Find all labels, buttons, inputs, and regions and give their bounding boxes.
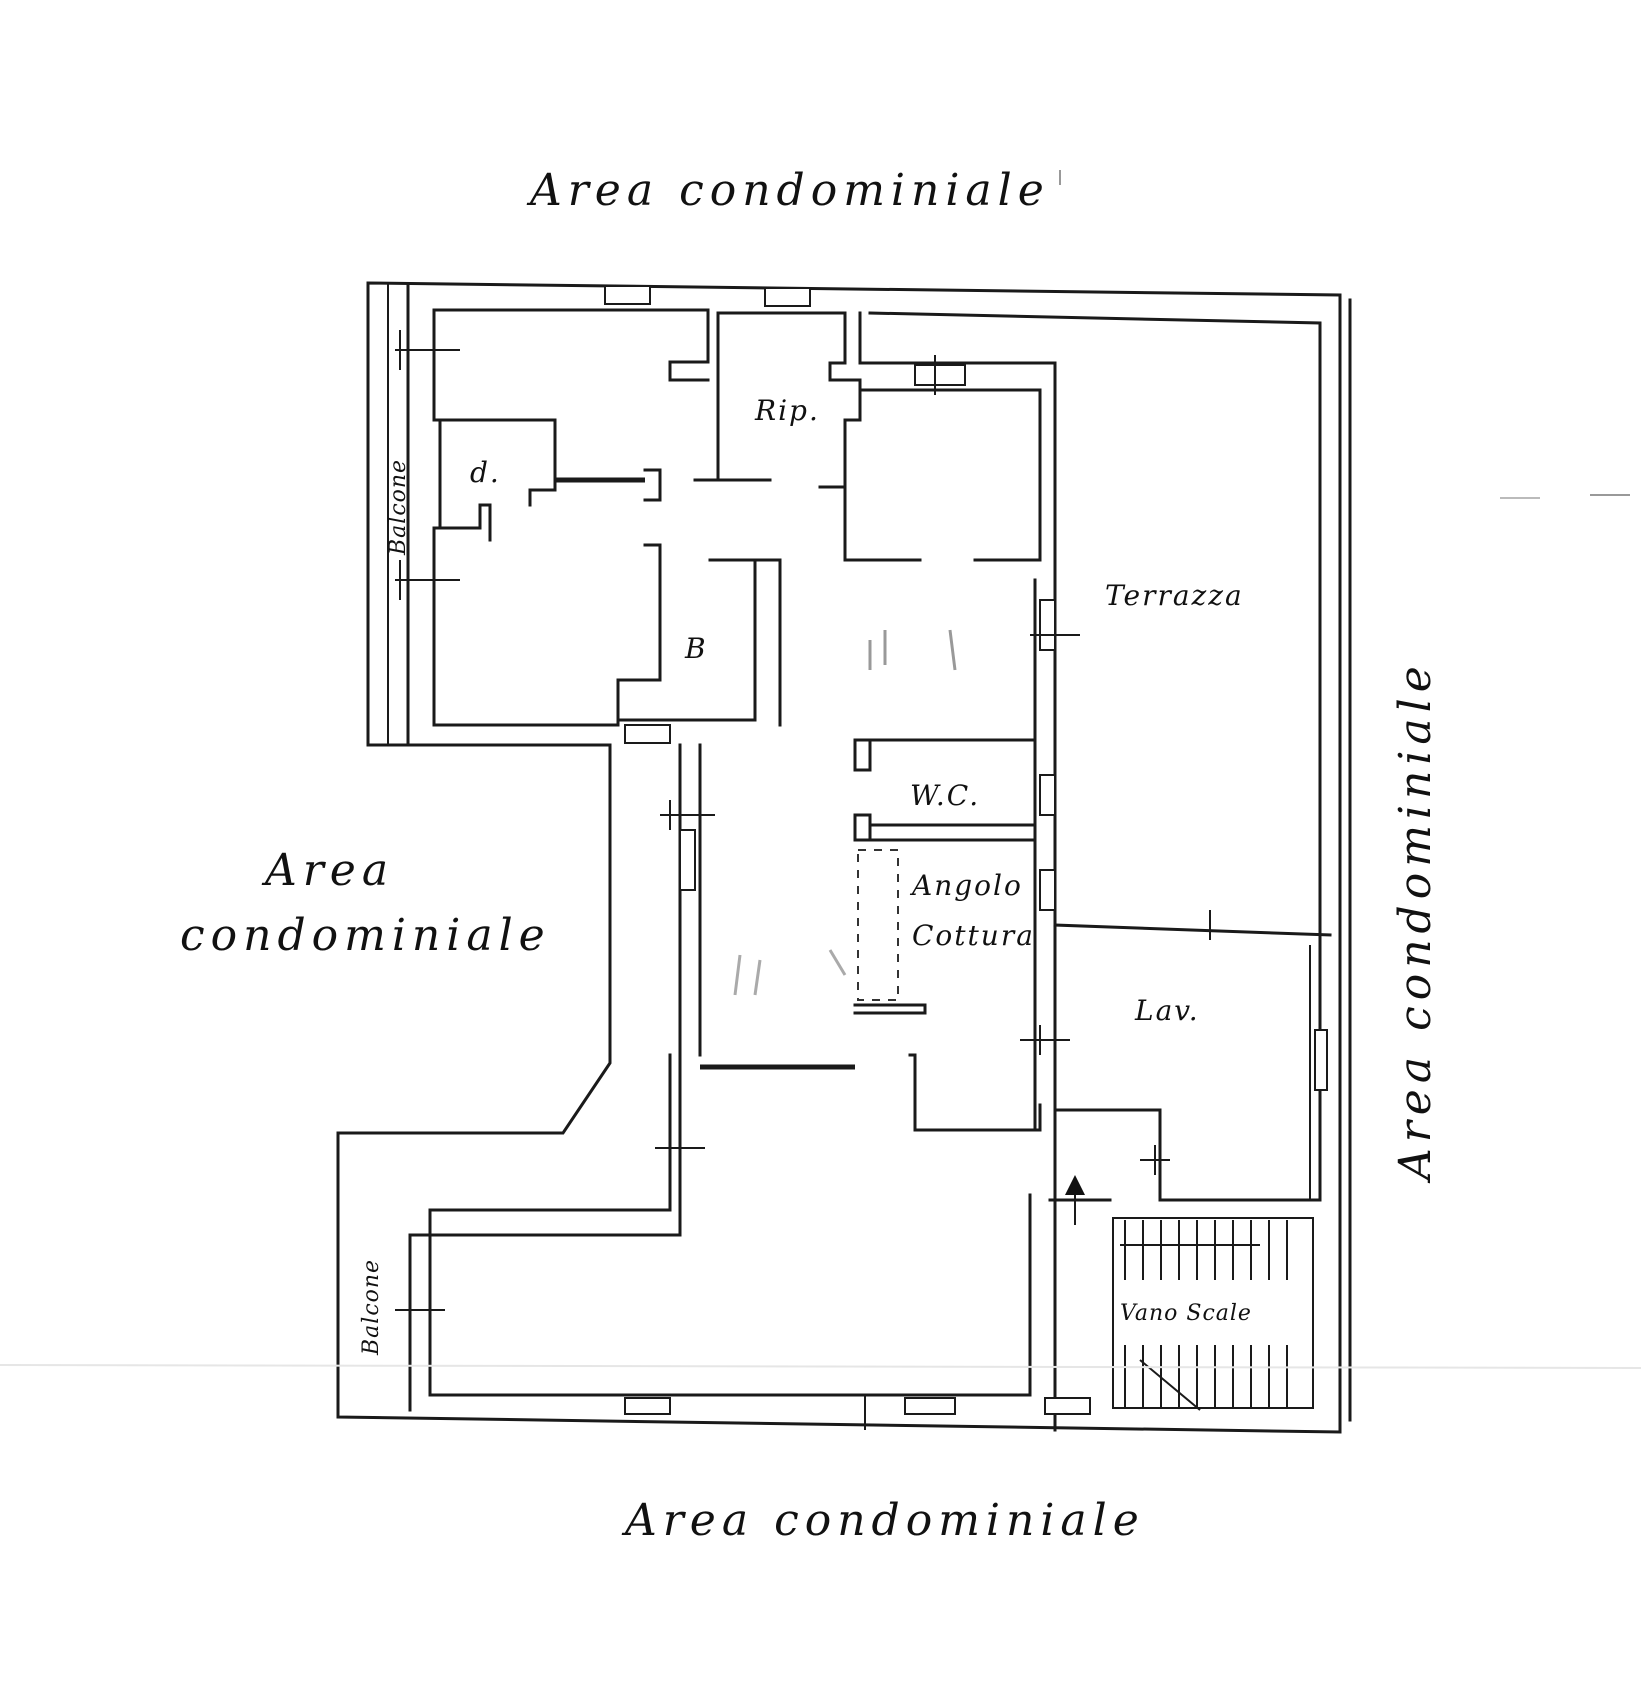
bagno-label: B — [684, 632, 708, 665]
left-area-label-line1: Area — [261, 845, 394, 896]
wc-label: W.C. — [910, 779, 980, 812]
faint-marks — [0, 170, 1641, 1369]
disimpegno-label: d. — [470, 456, 501, 489]
balcone-bottom-label: Balcone — [359, 1259, 384, 1356]
outer-perimeter — [336, 281, 1352, 1434]
bagno-walls — [616, 543, 782, 727]
ripostiglio-walls — [693, 311, 1057, 582]
balcone-left-label: Balcone — [386, 459, 411, 556]
angolo-cottura-walls — [700, 849, 1042, 1132]
disimpegno-walls — [438, 418, 662, 542]
left-area-label-line2: condominiale — [180, 910, 551, 961]
corridor-walls — [678, 578, 1057, 1432]
living-walls — [408, 1053, 1112, 1412]
bottom-area-label: Area condominiale — [621, 1495, 1145, 1546]
angolo-cottura-label-line2: Cottura — [912, 919, 1035, 952]
balcone-left-strip — [387, 283, 460, 745]
windows — [604, 285, 1328, 1415]
lavanderia-walls — [1053, 923, 1332, 1202]
door-ticks — [395, 355, 1211, 1430]
terrazza-label: Terrazza — [1105, 579, 1244, 612]
top-area-label: Area condominiale — [526, 165, 1050, 216]
ripostiglio-label: Rip. — [754, 394, 820, 427]
lavanderia-label: Lav. — [1134, 994, 1200, 1027]
labels: Area condominiale Area condominiale Area… — [180, 165, 1441, 1546]
right-area-label: Area condominiale — [1390, 660, 1441, 1184]
vano-scale-stairs — [1065, 1175, 1314, 1411]
angolo-cottura-label-line1: Angolo — [909, 869, 1023, 902]
vano-scale-label: Vano Scale — [1120, 1301, 1252, 1326]
